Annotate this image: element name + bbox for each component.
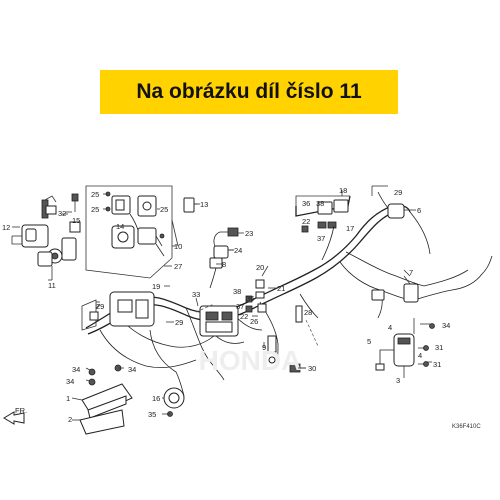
callout-8: 8 bbox=[222, 260, 226, 269]
front-direction-indicator: FR. bbox=[3, 406, 27, 425]
callout-3: 3 bbox=[396, 376, 400, 385]
callout-29a: 29 bbox=[96, 302, 104, 311]
callout-31a: 31 bbox=[435, 343, 443, 352]
small-connector-group bbox=[245, 279, 303, 364]
callout-21: 21 bbox=[277, 284, 285, 293]
watermark: HONDA bbox=[199, 345, 302, 376]
callout-25b: 25 bbox=[91, 205, 99, 214]
callout-37a: 37 bbox=[236, 302, 244, 311]
control-unit-area bbox=[81, 291, 239, 337]
lock-set-part-11 bbox=[11, 195, 77, 280]
callout-22a: 22 bbox=[240, 312, 248, 321]
harness-branch-18 bbox=[295, 190, 351, 261]
callout-20: 20 bbox=[256, 263, 264, 272]
callout-35: 35 bbox=[148, 410, 156, 419]
callout-29c: 29 bbox=[394, 188, 402, 197]
callout-24: 24 bbox=[234, 246, 242, 255]
callout-29b: 29 bbox=[175, 318, 183, 327]
bracket-parts-1-2 bbox=[71, 364, 133, 435]
callout-31b: 31 bbox=[433, 360, 441, 369]
callout-34c: 34 bbox=[66, 377, 74, 386]
callout-4b: 4 bbox=[418, 351, 422, 360]
callout-30: 30 bbox=[308, 364, 316, 373]
guide-line bbox=[195, 303, 215, 313]
callout-27: 27 bbox=[174, 262, 182, 271]
switch-bracket-group bbox=[85, 185, 179, 279]
callout-6: 6 bbox=[417, 206, 421, 215]
callout-34a: 34 bbox=[442, 321, 450, 330]
sensor-connector-group bbox=[209, 227, 239, 289]
callout-13: 13 bbox=[200, 200, 208, 209]
callout-10: 10 bbox=[174, 242, 182, 251]
part-6 bbox=[371, 185, 416, 219]
callout-19: 19 bbox=[152, 282, 160, 291]
callout-1: 1 bbox=[66, 394, 70, 403]
diagram-code: K36F410C bbox=[452, 424, 481, 430]
part-29-left bbox=[89, 303, 101, 321]
callout-15: 15 bbox=[72, 216, 80, 225]
callout-22b: 22 bbox=[302, 217, 310, 226]
relay-part-13 bbox=[183, 197, 200, 213]
callout-36b: 36 bbox=[302, 199, 310, 208]
callout-38b: 38 bbox=[316, 199, 324, 208]
callout-16: 16 bbox=[152, 394, 160, 403]
callout-2: 2 bbox=[68, 415, 72, 424]
callout-18: 18 bbox=[339, 186, 347, 195]
arrow-left-icon bbox=[3, 411, 25, 425]
part-7-connector bbox=[371, 275, 419, 303]
direction-label: FR. bbox=[15, 406, 27, 415]
callout-32: 32 bbox=[58, 209, 66, 218]
callout-5: 5 bbox=[367, 337, 371, 346]
callout-25c: 25 bbox=[160, 205, 168, 214]
guide-line bbox=[305, 319, 319, 347]
part-3-unit bbox=[375, 318, 435, 378]
callout-labels: 12 11 32 15 25 25 25 14 13 10 27 23 24 8… bbox=[2, 186, 450, 424]
callout-9: 9 bbox=[262, 343, 266, 352]
part-16-horn bbox=[162, 387, 185, 417]
callout-23: 23 bbox=[245, 229, 253, 238]
callout-11: 11 bbox=[48, 281, 56, 290]
callout-36a: 36 bbox=[246, 294, 254, 303]
callout-17: 17 bbox=[346, 224, 354, 233]
callout-14: 14 bbox=[116, 222, 124, 231]
callout-25a: 25 bbox=[91, 190, 99, 199]
key-part-15 bbox=[62, 193, 81, 233]
callout-38: 38 bbox=[233, 287, 241, 296]
banner-text: Na obrázku díl číslo 11 bbox=[136, 80, 362, 103]
callout-7: 7 bbox=[409, 268, 413, 277]
callout-37b: 37 bbox=[317, 234, 325, 243]
callout-33: 33 bbox=[192, 290, 200, 299]
callout-12: 12 bbox=[2, 223, 10, 232]
callout-28: 28 bbox=[304, 308, 312, 317]
callout-26: 26 bbox=[250, 317, 258, 326]
callout-34b: 34 bbox=[72, 365, 80, 374]
leader-lines bbox=[12, 193, 432, 399]
callout-4a: 4 bbox=[388, 323, 392, 332]
part-number-banner: Na obrázku díl číslo 11 bbox=[100, 70, 398, 114]
callout-34d: 34 bbox=[128, 365, 136, 374]
